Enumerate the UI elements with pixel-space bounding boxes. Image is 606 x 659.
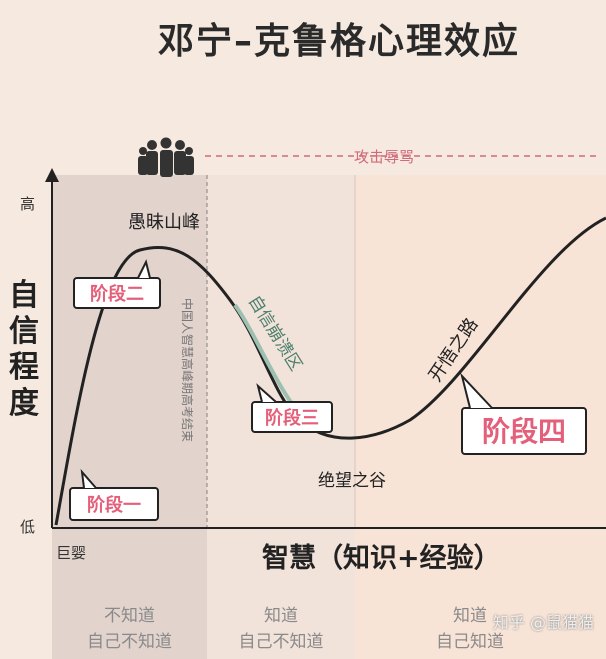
vertical-note: 中国人智慧高峰期高考结束 bbox=[180, 298, 194, 443]
y-axis-arrow bbox=[45, 168, 59, 182]
stage-one-label: 阶段一 bbox=[87, 494, 141, 516]
stage-three-badge: 阶段三 bbox=[251, 383, 333, 433]
stage-one-badge: 阶段一 bbox=[69, 468, 159, 521]
x-axis-start-label: 巨婴 bbox=[56, 544, 87, 562]
stage-four-badge: 阶段四 bbox=[460, 372, 587, 455]
valley-label: 绝望之谷 bbox=[318, 471, 386, 491]
y-axis-label: 自信程度 bbox=[9, 278, 39, 421]
page-title: 邓宁–克鲁格心理效应 bbox=[157, 21, 520, 62]
zone-caption-2-line1: 知道 bbox=[264, 606, 298, 626]
zone-caption-2: 知道 自己不知道 bbox=[207, 603, 355, 655]
stage-three-label: 阶段三 bbox=[265, 407, 319, 429]
attack-label: 攻击辱骂 bbox=[354, 148, 415, 166]
y-axis-low-label: 低 bbox=[20, 518, 36, 536]
crowd-icon bbox=[138, 137, 194, 177]
zone-caption-3-line2: 自己知道 bbox=[436, 632, 504, 652]
y-axis-high-label: 高 bbox=[20, 195, 36, 213]
zone-caption-1: 不知道 自己不知道 bbox=[52, 603, 207, 655]
zone-caption-3: 知道 自己知道 bbox=[395, 603, 545, 655]
zone-caption-1-line1: 不知道 bbox=[104, 606, 155, 626]
stage-two-label: 阶段二 bbox=[90, 283, 144, 305]
stage-two-badge: 阶段二 bbox=[73, 259, 161, 309]
zone-caption-1-line2: 自己不知道 bbox=[87, 632, 172, 652]
x-axis-label: 智慧（知识+经验） bbox=[262, 543, 501, 574]
stage-four-label: 阶段四 bbox=[482, 415, 566, 448]
peak-label: 愚昧山峰 bbox=[128, 212, 200, 233]
zone-caption-3-line1: 知道 bbox=[453, 606, 487, 626]
watermark: 知乎 @鼠猫猫 bbox=[492, 613, 594, 632]
zone-caption-2-line2: 自己不知道 bbox=[238, 632, 324, 652]
